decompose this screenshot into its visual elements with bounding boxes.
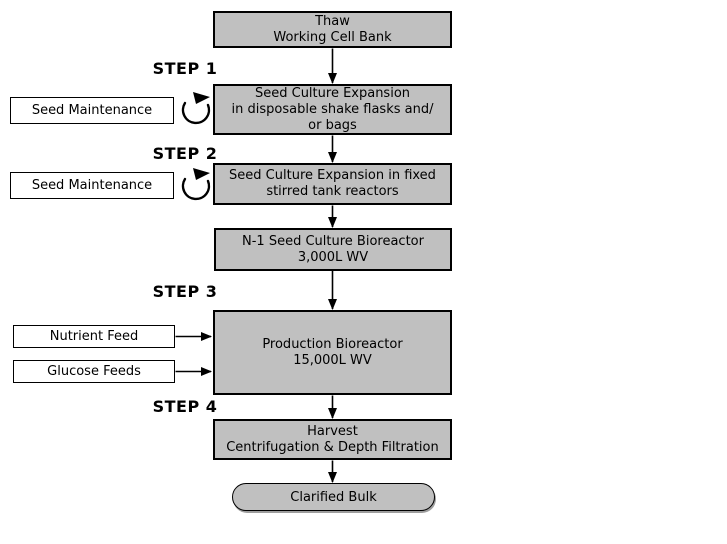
node-harvest: Harvest Centrifugation & Depth Filtratio… (213, 419, 452, 460)
input-glucose-feeds: Glucose Feeds (13, 360, 175, 383)
node-seed-culture-expansion-fixed: Seed Culture Expansion in fixed stirred … (213, 163, 452, 205)
node-n1-seed-culture-bioreactor: N-1 Seed Culture Bioreactor 3,000L WV (214, 228, 452, 271)
node-clarified-bulk: Clarified Bulk (232, 483, 435, 511)
step-label-2: STEP 2 (152, 143, 218, 163)
node-thaw-working-cell-bank: Thaw Working Cell Bank (213, 11, 452, 48)
input-seed-maintenance-1: Seed Maintenance (10, 97, 174, 124)
step-label-1: STEP 1 (152, 58, 218, 78)
node-production-bioreactor: Production Bioreactor 15,000L WV (213, 310, 452, 395)
input-nutrient-feed: Nutrient Feed (13, 325, 175, 348)
input-seed-maintenance-2: Seed Maintenance (10, 172, 174, 199)
recycle-arrow-icon (181, 92, 211, 125)
node-seed-culture-expansion-disposable: Seed Culture Expansion in disposable sha… (213, 84, 452, 135)
step-label-3: STEP 3 (152, 281, 218, 301)
step-label-4: STEP 4 (152, 396, 218, 416)
recycle-arrow-icon (181, 168, 211, 201)
